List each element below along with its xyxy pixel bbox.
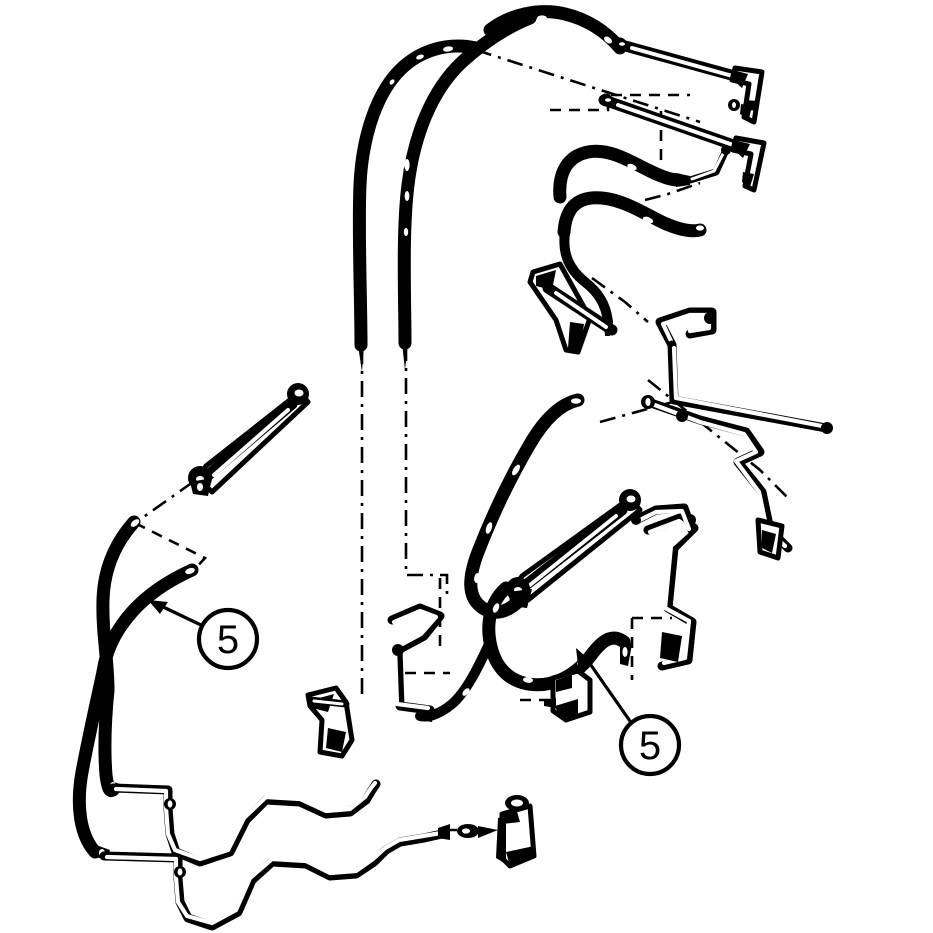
callout-5-left[interactable]: 5 (148, 600, 260, 671)
tube-bottom-lower (99, 829, 447, 931)
fitting-bottom-right (438, 824, 498, 840)
bracket-center-left (305, 685, 355, 759)
callout-balloon-circle[interactable] (618, 713, 682, 777)
leader-left-cyl-b (134, 521, 208, 573)
tube-mid-right-connector (686, 145, 731, 184)
hose-upper-left-inner (397, 11, 537, 370)
leader-vertical-second (404, 345, 449, 600)
bracket-right-mid (643, 513, 699, 671)
tube-right-hook (631, 503, 697, 535)
callout-balloon-label: 5 (217, 618, 239, 662)
reservoir-bottom-right (496, 795, 537, 869)
leader-left-cyl-a (134, 480, 194, 525)
callout-arrowhead (148, 600, 168, 614)
cylinder-left (188, 383, 311, 496)
hose-center-lower (482, 581, 632, 692)
callout-balloon-circle[interactable] (196, 607, 260, 671)
hose-upper-left-long (352, 39, 483, 372)
bracket-center-mid (387, 603, 445, 715)
rod-mid-housing (542, 282, 618, 336)
callout-5-right[interactable]: 5 (576, 648, 682, 777)
tube-upper-right-rod-a (612, 37, 748, 84)
hose-upper-right-arch (483, 5, 627, 55)
leader-top-diagonal (475, 48, 701, 124)
hose-mid-right-lower (557, 191, 707, 239)
leader-mid-right (644, 181, 701, 202)
callout-leader-line (155, 602, 205, 628)
hose-tip (358, 345, 364, 372)
bracket-right-lower (755, 517, 785, 561)
hose-mid-right-upper (553, 144, 690, 204)
callout-leader-line (584, 656, 634, 726)
fitting-upper-right (728, 99, 758, 111)
valve-block-center (544, 668, 593, 723)
hose-eyelet (443, 46, 453, 52)
callout-balloon-label: 5 (639, 724, 661, 768)
leader-center-right (599, 398, 681, 424)
callout-arrowhead (576, 648, 592, 666)
tube-frame-right-long (667, 340, 833, 434)
leader-right-long (647, 378, 791, 501)
hose-left-lower (96, 563, 199, 679)
tube-frame-right-upper (655, 307, 717, 350)
tube-bottom-upper (108, 779, 381, 867)
tube-upper-right-rod-b (598, 93, 748, 154)
bracket-upper-right-b (730, 135, 767, 193)
leader-mid-bracket (591, 276, 649, 323)
